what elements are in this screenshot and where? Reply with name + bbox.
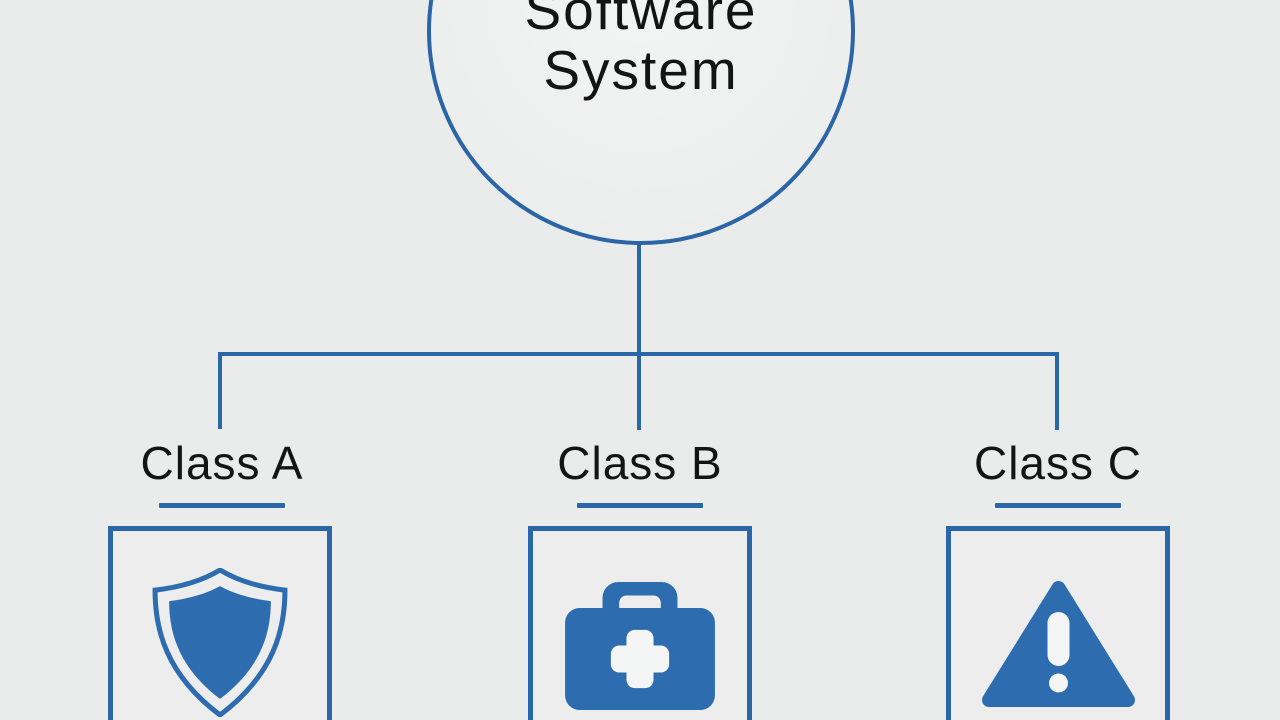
root-node-label-line2: System — [543, 39, 739, 101]
class-a-box — [108, 526, 332, 720]
class-c-box — [946, 526, 1170, 720]
class-b-label: Class B — [557, 437, 723, 489]
class-b-underline — [577, 503, 703, 508]
root-node-label-line1: Software — [524, 0, 758, 41]
connector-drop-class-a — [218, 352, 222, 429]
shield-icon — [152, 568, 288, 717]
connector-root-stem — [637, 243, 641, 430]
class-a-label: Class A — [140, 437, 304, 489]
warning-triangle-icon — [982, 581, 1135, 707]
first-aid-kit-icon — [565, 582, 715, 710]
class-b-box — [528, 526, 752, 720]
root-node-label: Software System — [441, 0, 841, 100]
connector-horizontal-bar — [218, 352, 1059, 356]
class-a-underline — [159, 503, 285, 508]
class-c-underline — [995, 503, 1121, 508]
connector-drop-class-c — [1055, 352, 1059, 430]
class-c-label: Class C — [973, 437, 1143, 489]
